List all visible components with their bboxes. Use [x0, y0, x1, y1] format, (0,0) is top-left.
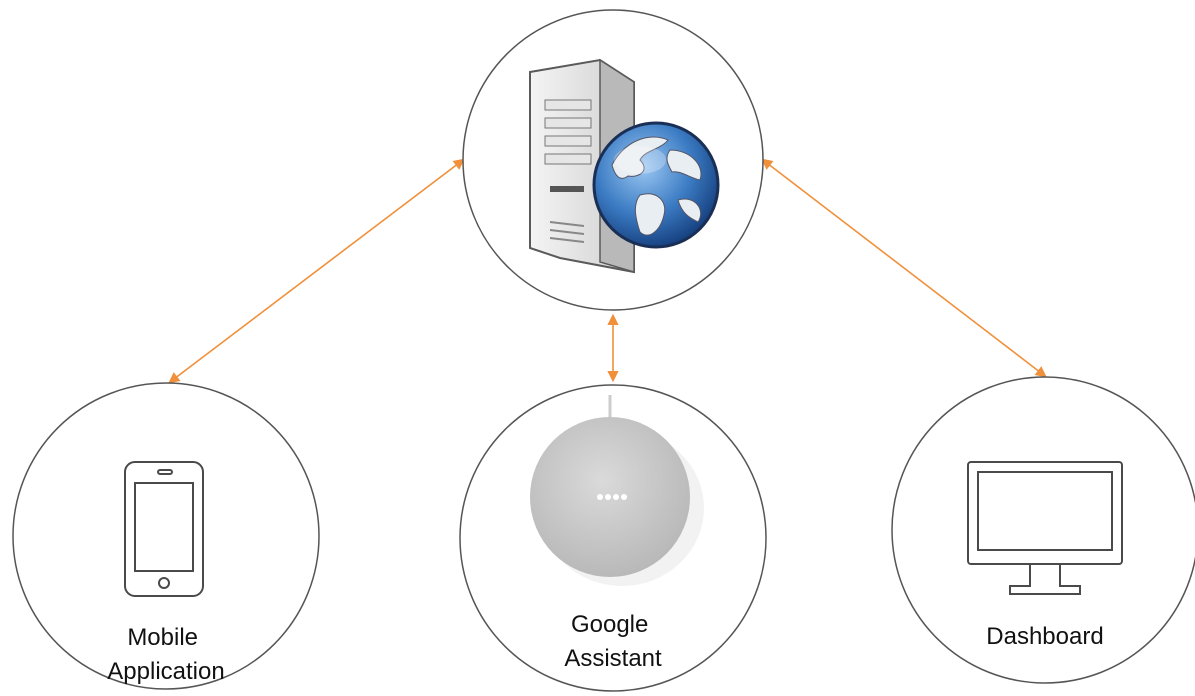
mobile-label-line-2: Application — [107, 658, 224, 685]
dashboard-label-line-1: Dashboard — [986, 623, 1103, 650]
connector-server-mobile — [168, 158, 465, 384]
connector-server-dashboard — [761, 158, 1047, 378]
mobile-label: Mobile Application — [107, 624, 224, 685]
dashboard-node: Dashboard — [891, 376, 1195, 684]
connections — [168, 158, 1047, 384]
assistant-label-line-1: Google — [571, 611, 648, 638]
mobile-label-line-1: Mobile — [127, 624, 198, 651]
assistant-label-line-2: Assistant — [564, 645, 662, 672]
server-node — [462, 9, 764, 311]
assistant-node: Google Assistant — [459, 384, 767, 692]
dashboard-circle — [891, 376, 1195, 684]
dashboard-label: Dashboard — [986, 623, 1103, 650]
monitor-icon — [967, 461, 1123, 595]
mobile-node: Mobile Application — [12, 382, 320, 690]
smart-speaker-icon — [530, 395, 704, 586]
mobile-circle — [12, 382, 320, 690]
web-server-globe-icon — [529, 58, 720, 274]
assistant-label: Google Assistant — [564, 611, 662, 672]
smartphone-icon — [124, 461, 204, 597]
